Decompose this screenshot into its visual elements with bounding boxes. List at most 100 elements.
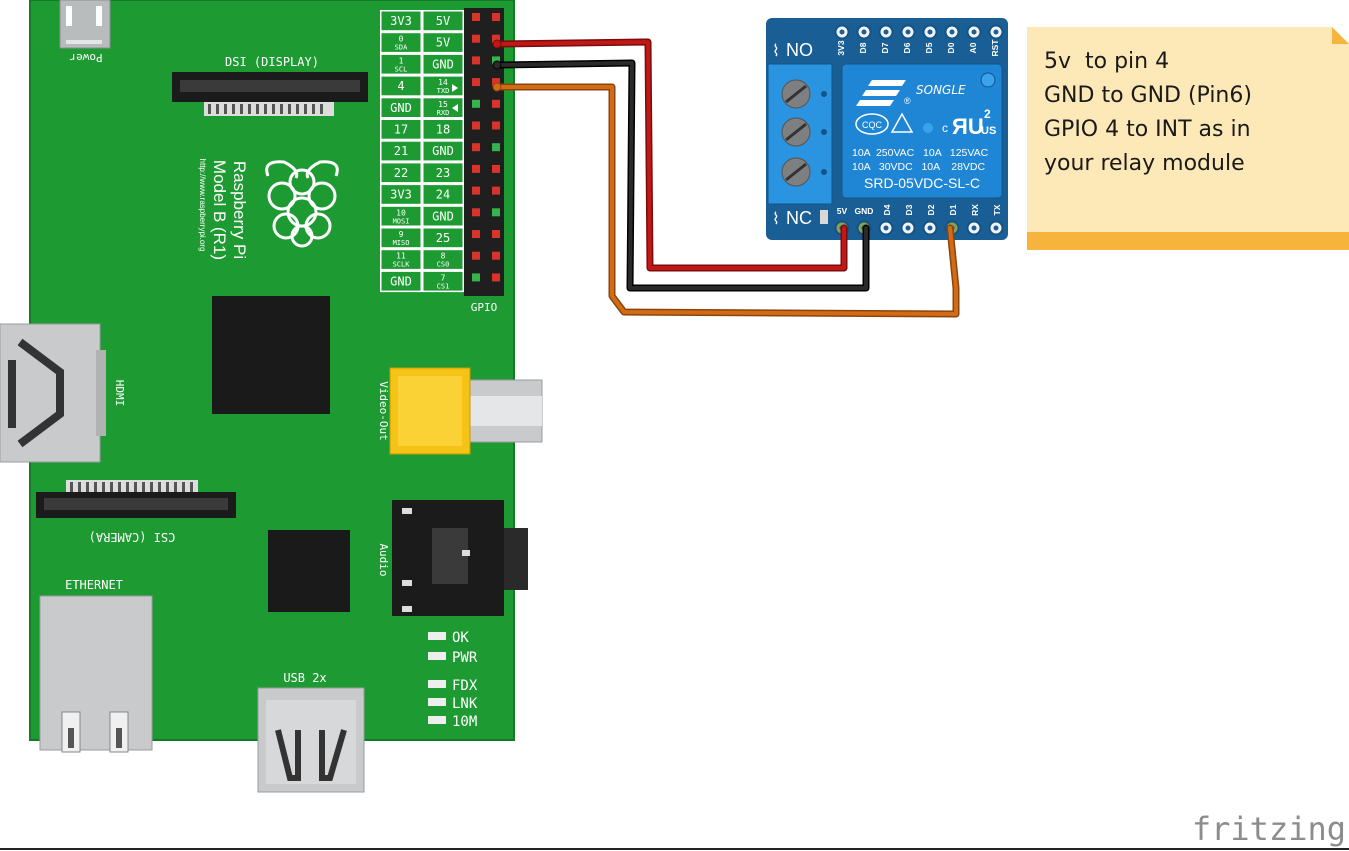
ul-num: 2 — [984, 107, 991, 121]
cqc-text: CQC — [862, 120, 883, 130]
gpio-pin-function: TXD — [437, 87, 450, 95]
dsi-connector — [172, 72, 368, 116]
csi-label: CSI (CAMERA) — [89, 530, 176, 544]
note-line-2: GND to GND (Pin6) — [1044, 83, 1252, 108]
gpio-cell — [381, 33, 421, 52]
no-symbol: ⌇ — [772, 43, 780, 60]
nc-symbol: ⌇ — [772, 211, 780, 228]
gpio-pin-label: 22 — [394, 166, 408, 180]
gpio-pin-label: 23 — [436, 166, 450, 180]
relay-top-pin-hole — [949, 29, 955, 35]
relay-top-pin-hole — [861, 29, 867, 35]
dsi-label: DSI (DISPLAY) — [225, 55, 319, 69]
relay-rating-1: 10A 250VAC 10A 125VAC — [852, 147, 989, 159]
gpio-pin-number: 11 — [396, 252, 406, 261]
ethernet-connector — [39, 595, 153, 753]
gpio-pin-function: SCLK — [393, 261, 411, 269]
txd-arrow-icon — [452, 84, 458, 92]
relay-model: SRD-05VDC-SL-C — [864, 175, 980, 191]
gpio-cell — [381, 185, 421, 204]
relay-bottom-pin-hole — [883, 225, 889, 231]
power-connector — [59, 0, 111, 49]
brand-line1: Raspberry Pi — [230, 161, 249, 259]
smd-led — [820, 210, 828, 224]
gpio-pin-number: 7 — [441, 273, 446, 282]
gpio-pin-function: CS0 — [437, 261, 450, 269]
relay-top-pin-label: D0 — [946, 42, 956, 53]
gpio-cell — [423, 33, 463, 52]
wire-end-red — [492, 39, 502, 49]
relay-top-pin-label: A0 — [968, 42, 978, 53]
songle-logo — [856, 80, 906, 106]
note-corner — [1332, 27, 1349, 44]
relay-bottom-pin-hole — [927, 225, 933, 231]
relay-body — [841, 63, 1003, 199]
gpio-cell — [381, 228, 421, 248]
gpio-pin — [492, 34, 500, 43]
gpio-pin-number: 1 — [399, 56, 404, 65]
relay-top-pin-hole — [927, 29, 933, 35]
gpio-pin — [472, 34, 480, 43]
relay-bottom-pin-label: D2 — [926, 204, 936, 215]
relay-dot-small — [923, 123, 933, 133]
gpio-cell — [381, 11, 421, 31]
relay-bottom-pin-label: D3 — [904, 204, 914, 215]
ul-logo: ЯU — [952, 114, 984, 139]
gpio-pin — [472, 121, 480, 130]
note-line-4: your relay module — [1044, 151, 1245, 176]
led-label-lnk: LNK — [452, 696, 478, 712]
power-label: Power — [69, 51, 102, 64]
led-label-ok: OK — [452, 630, 469, 646]
gpio-pin-label: 5V — [436, 36, 450, 50]
gpio-pin — [492, 13, 500, 21]
gpio-pin — [472, 273, 480, 282]
relay-rating-2: 10A 30VDC 10A 28VDC — [852, 161, 985, 173]
led-10m — [428, 716, 446, 724]
gpio-cell — [423, 98, 463, 117]
gpio-pin-number: 15 — [438, 100, 448, 109]
gpio-pin-label: 24 — [436, 188, 450, 202]
relay-bottom-pin-hole — [905, 225, 911, 231]
gpio-pin — [472, 78, 480, 87]
gpio-pin-number: 0 — [399, 35, 404, 44]
note-paper — [1027, 27, 1349, 250]
wire-black-gnd — [495, 61, 868, 290]
gpio-label: GPIO — [471, 301, 498, 314]
cqc-logo — [855, 113, 889, 135]
relay-bottom-pin-label: 5V — [837, 206, 848, 216]
gpio-pin-label: 5V — [436, 14, 450, 28]
gpio-cell — [381, 54, 421, 74]
note-card: 5v to pin 4 GND to GND (Pin6) GPIO 4 to … — [1027, 27, 1349, 250]
gpio-cell — [381, 141, 421, 161]
fritzing-watermark: fritzing — [1192, 810, 1346, 848]
wire-red-5v — [495, 40, 846, 270]
raspberry-pi-board: Power DSI (DISPLAY) http://www.raspberry… — [0, 0, 543, 793]
gpio-pin — [492, 56, 500, 65]
nc-label: NC — [786, 208, 812, 228]
relay-top-pin-hole — [839, 29, 845, 35]
gpio-cell — [381, 206, 421, 226]
gpio-pin-label: GND — [390, 274, 412, 288]
gpio-cell — [381, 163, 421, 183]
rxd-arrow-icon — [452, 104, 458, 112]
gpio-cell — [423, 271, 463, 291]
raspberry-logo — [265, 160, 339, 248]
gpio-pin-number: 14 — [438, 78, 448, 87]
hdmi-connector — [0, 323, 106, 463]
gpio-pin-label: 3V3 — [390, 188, 412, 202]
wires — [492, 38, 960, 318]
gpio-pin — [492, 99, 500, 108]
gpio-pin — [472, 251, 480, 260]
gpio-pin-label: 25 — [436, 231, 450, 245]
led-label-fdx: FDX — [452, 678, 478, 694]
gpio-pin-label: GND — [432, 57, 454, 71]
gpio-pin-number: 9 — [399, 230, 404, 239]
led-ok — [428, 632, 446, 640]
gpio-pin — [472, 13, 480, 21]
relay-module: NO ⌇ NC ⌇ ® SONGLE CQC c ЯU 2 US 10A 250… — [766, 18, 1008, 240]
led-label-pwr: PWR — [452, 650, 478, 666]
gpio-cell — [423, 54, 463, 74]
csi-connector — [36, 480, 236, 518]
